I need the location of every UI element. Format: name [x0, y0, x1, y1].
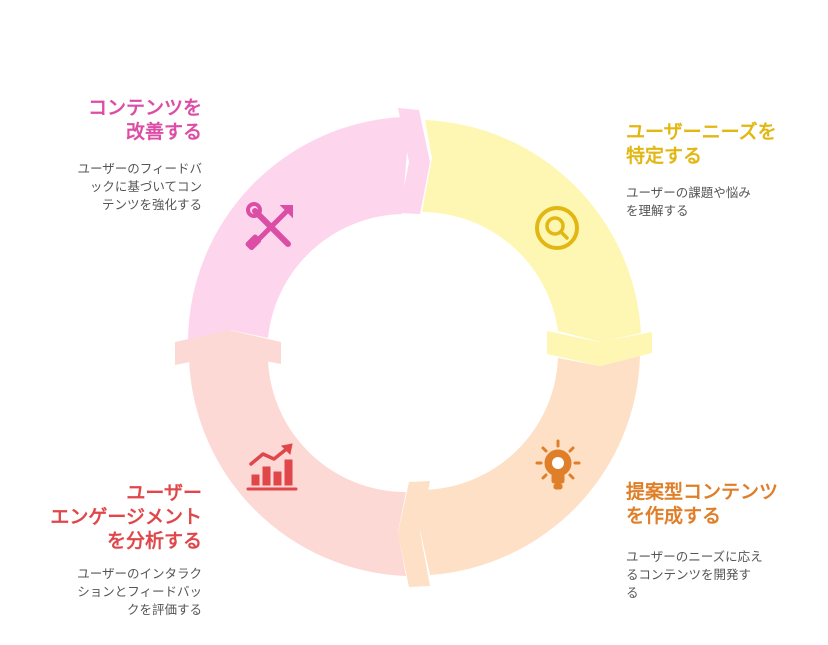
stage-title: 提案型コンテンツを作成する — [626, 481, 779, 527]
stage-improve: コンテンツを改善する ユーザーのフィードバックに基づいてコンテンツを強化する — [40, 96, 202, 214]
connector-bottom — [398, 481, 430, 587]
lightbulb-icon — [535, 439, 581, 490]
connector-top — [398, 108, 430, 214]
segment-create — [420, 356, 640, 575]
stage-description: ユーザーのフィードバックに基づいてコンテンツを強化する — [77, 161, 202, 212]
stage-create: 提案型コンテンツを作成する ユーザーのニーズに応えるコンテンツを開発する — [626, 480, 798, 602]
stage-analyze: ユーザーエンゲージメントを分析する ユーザーのインタラクションとフィードバックを… — [40, 481, 202, 619]
stage-title: ユーザーニーズを特定する — [626, 121, 777, 167]
stage-description: ユーザーのインタラクションとフィードバックを評価する — [77, 566, 202, 617]
stage-description: ユーザーの課題や悩みを理解する — [626, 185, 751, 218]
segment-improve — [188, 117, 407, 340]
segment-identify — [422, 120, 641, 342]
stage-title: ユーザーエンゲージメントを分析する — [50, 482, 202, 552]
stage-identify: ユーザーニーズを特定する ユーザーの課題や悩みを理解する — [626, 120, 798, 220]
stage-description: ユーザーのニーズに応えるコンテンツを開発する — [626, 549, 763, 600]
wrench-screwdriver-icon — [245, 202, 293, 251]
growth-chart-icon — [246, 443, 298, 491]
segment-analyze — [189, 352, 406, 576]
stage-title: コンテンツを改善する — [87, 97, 202, 143]
connector-right — [547, 331, 652, 366]
magnifier-icon — [535, 206, 579, 250]
connector-left — [175, 330, 281, 365]
